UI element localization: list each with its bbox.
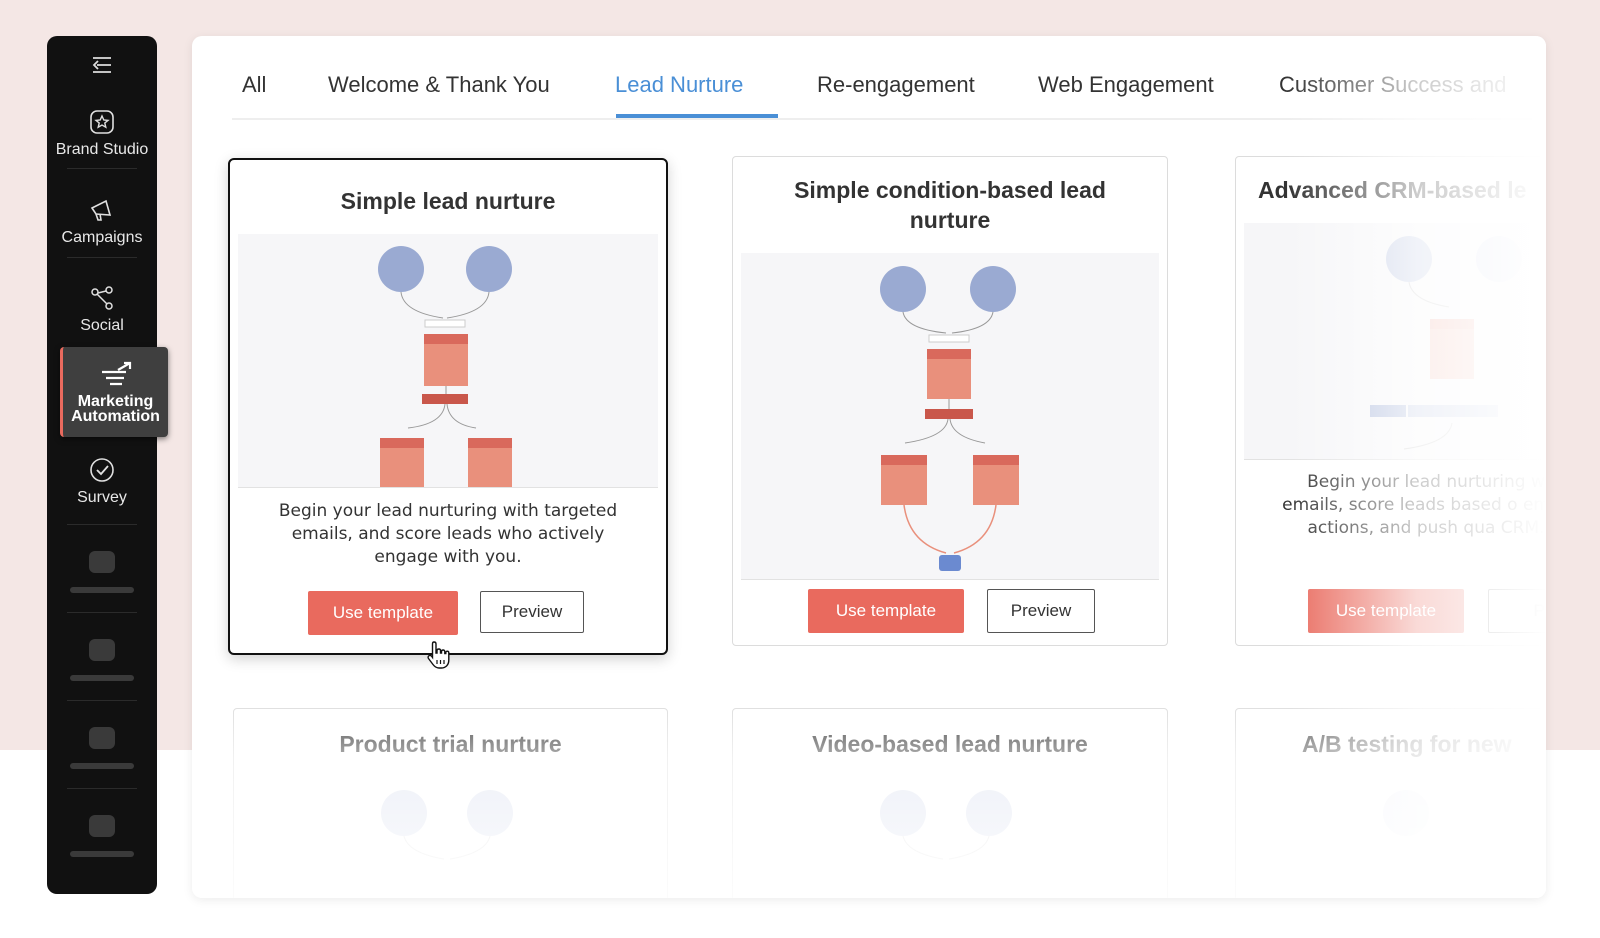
tab-re-engagement[interactable]: Re-engagement <box>817 72 975 97</box>
sidebar-divider <box>67 257 137 258</box>
check-circle-icon <box>90 458 114 482</box>
card-title: Video-based lead nurture <box>812 731 1088 757</box>
sidebar-item-marketing-automation[interactable]: Marketing Automation <box>60 347 168 437</box>
megaphone-icon <box>90 199 112 221</box>
sidebar-item-label: Survey <box>77 489 127 506</box>
hand-cursor-icon <box>427 641 450 669</box>
template-card-video-based-lead-nurture[interactable]: Video-based lead nurture <box>732 708 1168 898</box>
card-title: Advanced CRM-based le <box>1258 177 1527 203</box>
brand-studio-icon <box>90 110 114 134</box>
tab-customer-success[interactable]: Customer Success and <box>1279 72 1507 97</box>
template-card-condition-based-lead-nurture[interactable]: Simple condition-based lead nurture <box>732 156 1168 646</box>
template-card-advanced-crm-lead-nurture[interactable]: Advanced CRM-based le Begin your lead nu… <box>1235 156 1546 646</box>
use-template-button[interactable]: Use template <box>1308 589 1464 633</box>
preview-button[interactable]: Pr <box>1488 589 1546 633</box>
sidebar-item-label: Marketing Automation <box>71 393 160 425</box>
workflow-preview <box>880 790 1012 860</box>
workflow-preview <box>238 234 658 487</box>
use-template-button[interactable]: Use template <box>308 591 458 635</box>
menu-collapse-icon <box>92 57 111 73</box>
sidebar-item-label: Campaigns <box>61 229 143 246</box>
sidebar-item-survey[interactable]: Survey <box>47 436 157 526</box>
sidebar-item-campaigns[interactable]: Campaigns <box>47 176 157 266</box>
tab-all[interactable]: All <box>242 72 267 97</box>
share-icon <box>91 286 113 310</box>
workflow-preview <box>741 253 1159 579</box>
preview-button[interactable]: Preview <box>480 591 584 633</box>
card-title: Product trial nurture <box>339 731 562 757</box>
card-title: Simple lead nurture <box>340 188 556 214</box>
template-card-simple-lead-nurture[interactable]: Simple lead nurture Begin your lead nurt… <box>228 158 668 655</box>
sidebar: Brand Studio Campaigns Social Marketing … <box>47 36 168 894</box>
sidebar-divider <box>67 168 137 169</box>
card-description: Begin your lead nurturing with targeted … <box>278 501 618 567</box>
card-title: Simple condition-based lead nurture <box>794 177 1106 233</box>
card-divider <box>741 579 1159 580</box>
category-tabs: All Welcome & Thank You Lead Nurture Re-… <box>232 36 1532 120</box>
tab-welcome-thank-you[interactable]: Welcome & Thank You <box>328 72 550 97</box>
sidebar-divider <box>67 612 137 613</box>
card-divider <box>238 487 658 488</box>
sidebar-item-placeholder <box>47 704 157 792</box>
use-template-button[interactable]: Use template <box>808 589 964 633</box>
sidebar-divider <box>67 788 137 789</box>
sidebar-item-brand-studio[interactable]: Brand Studio <box>47 88 157 178</box>
sidebar-item-placeholder <box>47 616 157 704</box>
workflow-preview <box>1383 790 1429 836</box>
workflow-preview <box>1244 223 1546 459</box>
sidebar-item-label: Social <box>80 317 124 334</box>
card-title: A/B testing for new <box>1302 731 1512 757</box>
sidebar-item-placeholder <box>47 528 157 616</box>
sidebar-item-placeholder <box>47 792 157 880</box>
template-gallery: All Welcome & Thank You Lead Nurture Re-… <box>192 36 1546 898</box>
sidebar-item-label: Brand Studio <box>55 141 149 158</box>
sidebar-divider <box>67 524 137 525</box>
sidebar-item-social[interactable]: Social <box>47 264 157 354</box>
template-card-ab-testing[interactable]: A/B testing for new <box>1235 708 1546 898</box>
sidebar-divider <box>67 700 137 701</box>
menu-toggle-button[interactable] <box>47 50 157 80</box>
template-card-product-trial-nurture[interactable]: Product trial nurture <box>233 708 668 898</box>
card-description: Begin your lead nurturing w emails, scor… <box>1282 472 1546 538</box>
card-divider <box>1244 459 1546 460</box>
automation-icon <box>101 361 131 386</box>
workflow-preview <box>381 790 513 860</box>
tab-lead-nurture[interactable]: Lead Nurture <box>615 72 744 97</box>
preview-button[interactable]: Preview <box>987 589 1095 633</box>
tab-web-engagement[interactable]: Web Engagement <box>1038 72 1214 97</box>
active-tab-indicator <box>616 114 778 118</box>
